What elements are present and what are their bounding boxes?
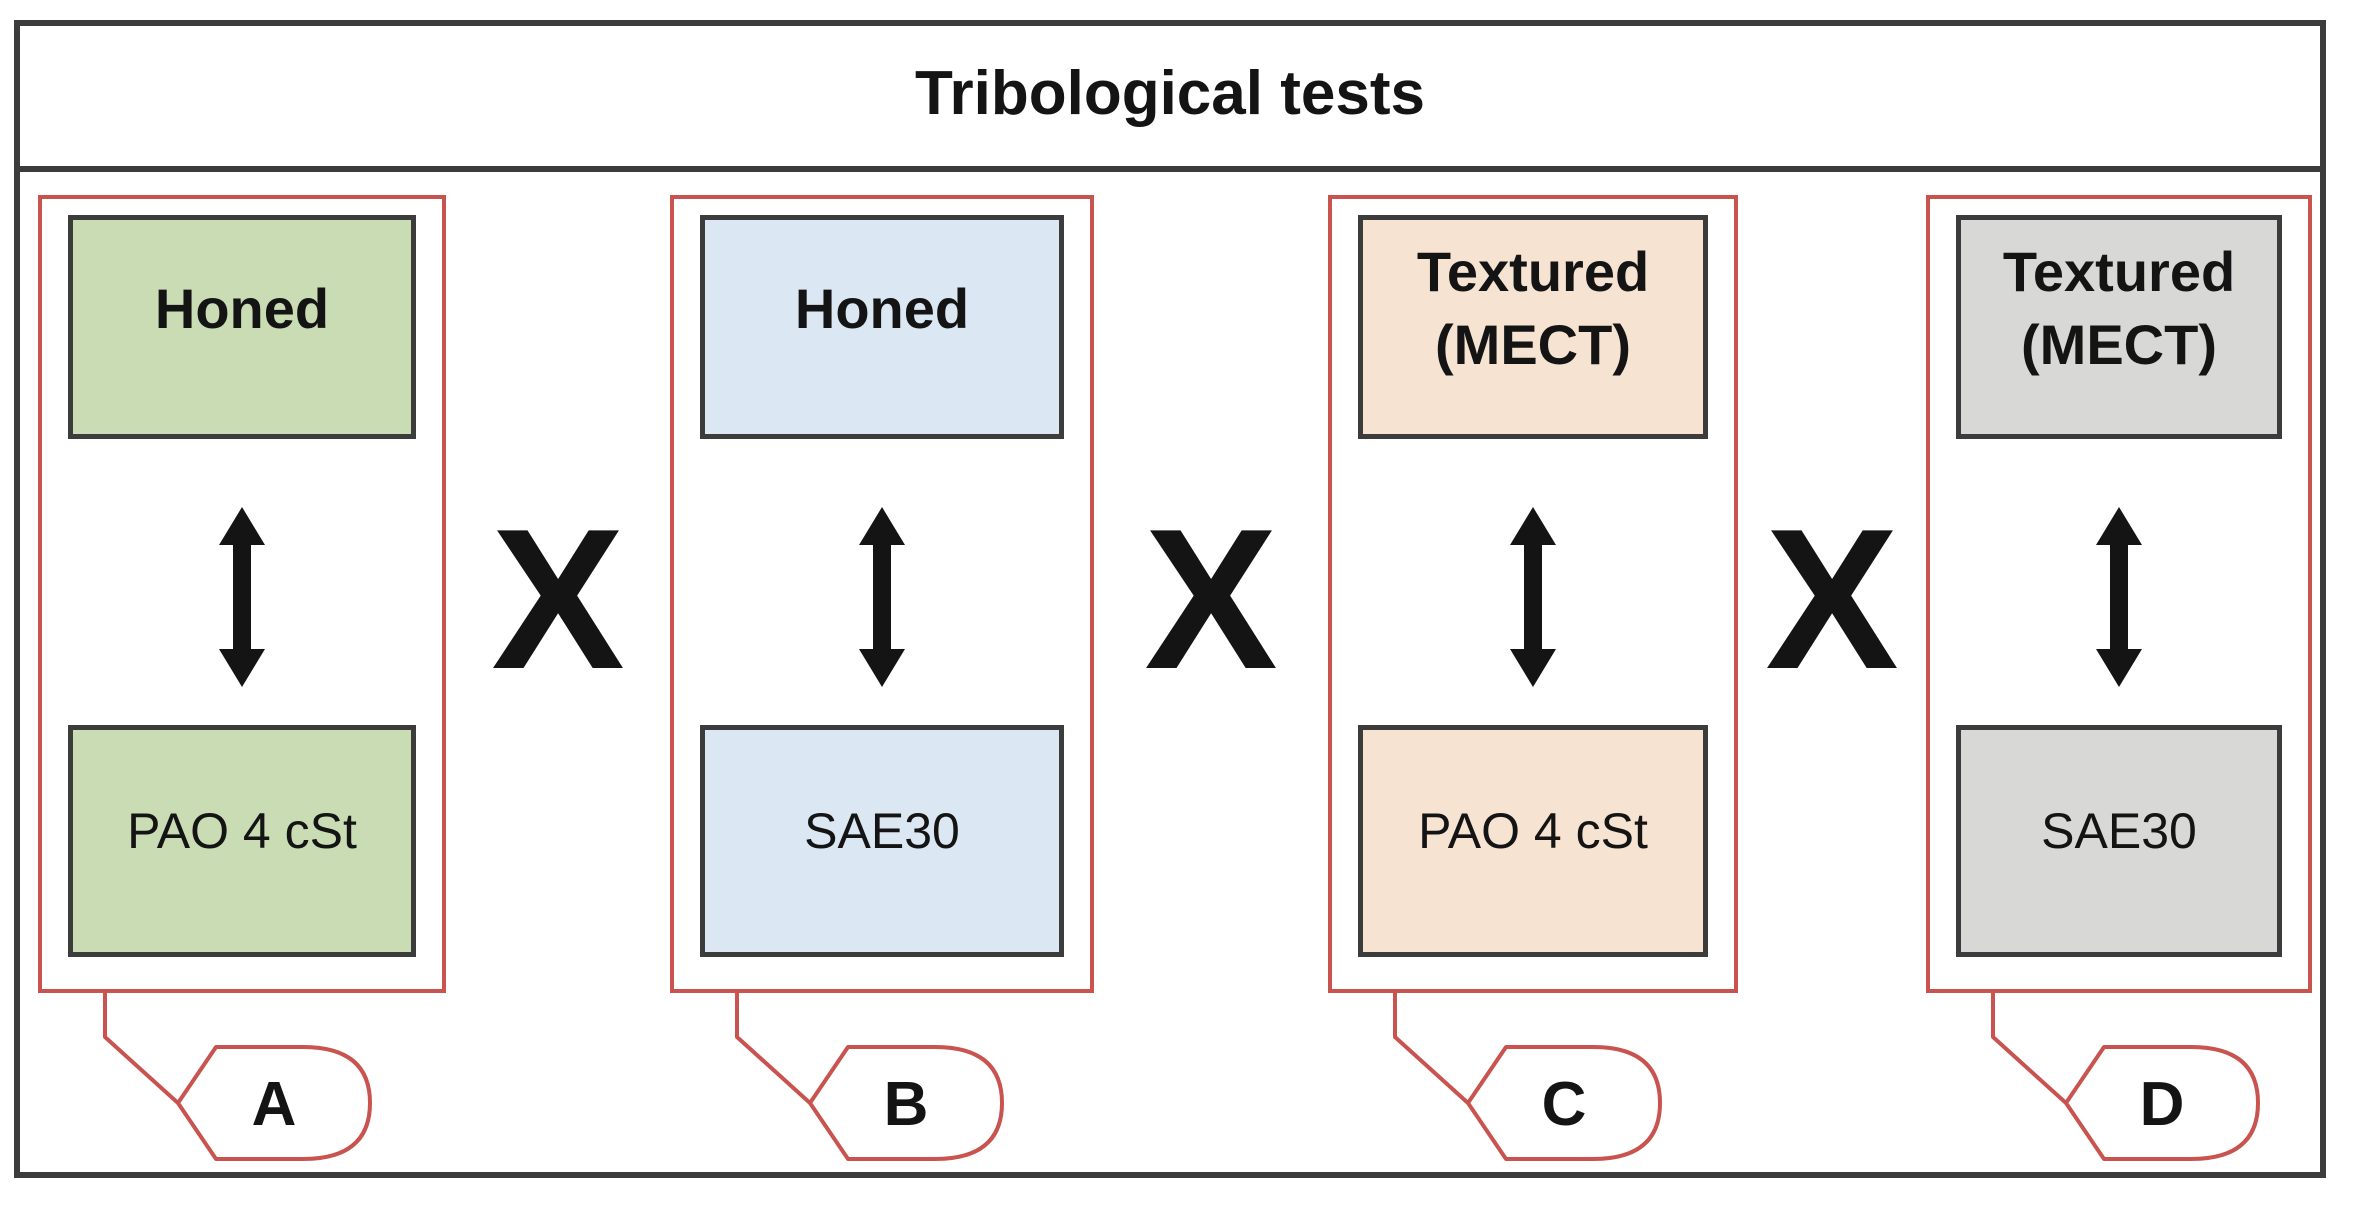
up-down-arrow-icon (219, 507, 265, 687)
group-c: Textured (MECT) PAO 4 cSt (1328, 195, 1738, 993)
group-d: Textured (MECT) SAE30 (1926, 195, 2312, 993)
cross-separator: X (1144, 488, 1278, 711)
callout-letter-b: B (884, 1070, 929, 1139)
callout-pointer (1393, 991, 1470, 1105)
callout-tag-d: D (1991, 991, 2260, 1161)
cross-separator: X (1765, 488, 1899, 711)
callout-pointer (1991, 991, 2068, 1105)
callout-letter-c: C (1542, 1070, 1587, 1139)
lubricant-label-b: SAE30 (804, 803, 960, 859)
callout-shape (1466, 1045, 1662, 1161)
diagram-frame (14, 20, 2326, 1178)
title-band: Tribological tests (14, 20, 2326, 172)
lubricant-label-a: PAO 4 cSt (127, 803, 357, 859)
callout-tag-b: B (735, 991, 1004, 1161)
callout-letter-a: A (252, 1070, 297, 1139)
lubricant-box-c: PAO 4 cSt (1358, 725, 1708, 957)
callout-letter-d: D (2140, 1070, 2185, 1139)
surface-label-b: Honed (794, 276, 970, 340)
up-down-arrow-icon (859, 507, 905, 687)
callout-shape (808, 1045, 1004, 1161)
surface-label-a: Honed (154, 276, 330, 340)
surface-box-a: Honed (68, 215, 416, 439)
surface-label-c: Textured (MECT) (1416, 240, 1650, 376)
callout-shape (2064, 1045, 2260, 1161)
lubricant-box-d: SAE30 (1956, 725, 2282, 957)
page-title: Tribological tests (915, 58, 1425, 128)
callout-pointer (103, 991, 180, 1105)
group-a: Honed PAO 4 cSt (38, 195, 446, 993)
surface-box-d: Textured (MECT) (1956, 215, 2282, 439)
callout-tag-a: A (103, 991, 372, 1161)
lubricant-label-c: PAO 4 cSt (1418, 803, 1648, 859)
callout-pointer (735, 991, 812, 1105)
lubricant-box-a: PAO 4 cSt (68, 725, 416, 957)
cross-separator: X (491, 488, 625, 711)
callout-shape (176, 1045, 372, 1161)
lubricant-label-d: SAE30 (2041, 803, 2197, 859)
surface-label-d: Textured (MECT) (2002, 240, 2236, 376)
group-b: Honed SAE30 (670, 195, 1094, 993)
up-down-arrow-icon (1510, 507, 1556, 687)
up-down-arrow-icon (2096, 507, 2142, 687)
surface-box-b: Honed (700, 215, 1064, 439)
lubricant-box-b: SAE30 (700, 725, 1064, 957)
callout-tag-c: C (1393, 991, 1662, 1161)
surface-box-c: Textured (MECT) (1358, 215, 1708, 439)
